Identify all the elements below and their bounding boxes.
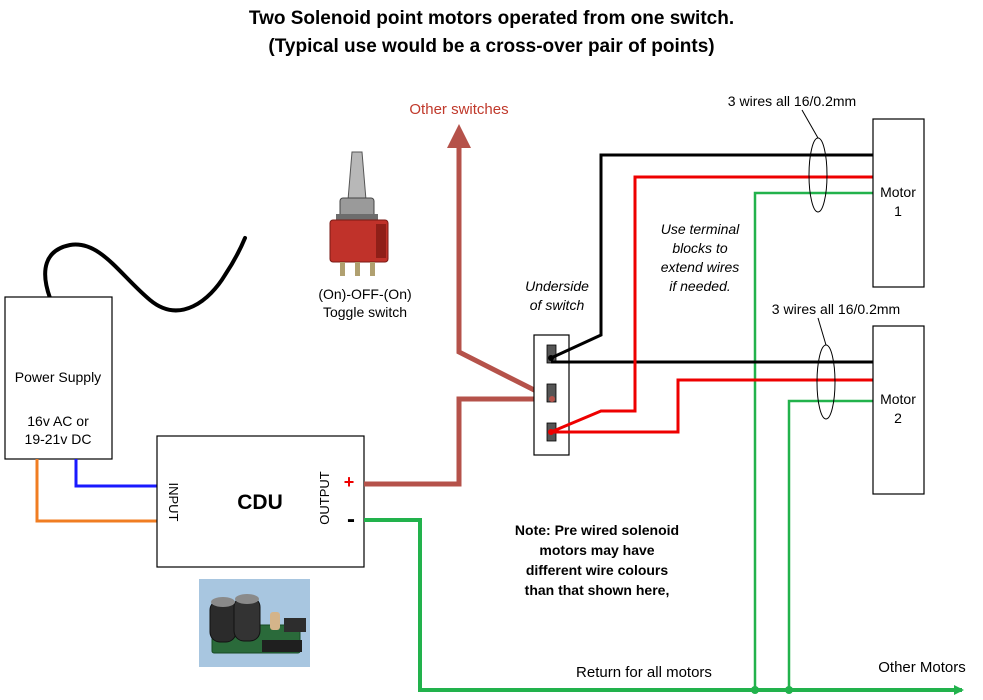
terminal-note-4: if needed. — [669, 278, 731, 294]
toggle-switch-image — [329, 151, 389, 276]
cdu-input-label: INPUT — [166, 483, 181, 522]
power-supply-spec-1: 16v AC or — [27, 413, 89, 429]
return-label: Return for all motors — [576, 664, 712, 681]
red-wire-dot — [548, 429, 554, 435]
power-supply-spec-2: 19-21v DC — [25, 431, 92, 447]
wire-bundle-2-leader — [817, 317, 827, 346]
brown-output-wire — [364, 396, 552, 487]
orange-wire — [35, 459, 157, 523]
cdu-plus-terminal: + — [344, 472, 355, 492]
switch-terminal-center — [546, 383, 557, 403]
note-line-4: than that shown here, — [525, 582, 670, 598]
brown-other-switches-wire — [456, 145, 554, 402]
toggle-caption-2: Toggle switch — [323, 304, 407, 320]
motor-2-box — [872, 325, 925, 495]
blue-wire — [74, 459, 157, 488]
switch-underside-label-2: of switch — [530, 297, 585, 313]
cdu-board-image — [199, 579, 310, 667]
motor-2-label: Motor — [880, 391, 916, 407]
note-line-1: Note: Pre wired solenoid — [515, 522, 679, 538]
note-line-2: motors may have — [539, 542, 654, 558]
wires-label-2: 3 wires all 16/0.2mm — [772, 301, 900, 317]
motor-2-number: 2 — [894, 410, 902, 426]
mains-cable — [43, 236, 247, 313]
junction-dot-1 — [751, 686, 759, 694]
wire-bundle-2 — [816, 344, 836, 420]
other-switches-label: Other switches — [409, 101, 508, 118]
green-motor1-wire — [753, 191, 873, 690]
wire-bundle-1-leader — [801, 109, 819, 139]
other-motors-label: Other Motors — [878, 659, 966, 676]
other-switches-arrow — [447, 124, 471, 148]
note-line-3: different wire colours — [526, 562, 669, 578]
green-return-wire — [364, 518, 964, 695]
green-motor2-wire — [787, 399, 873, 690]
terminal-note-1: Use terminal — [661, 221, 740, 237]
power-supply-box — [4, 296, 113, 460]
motor-1-number: 1 — [894, 203, 902, 219]
wire-bundle-1 — [808, 137, 828, 213]
wires-label-1: 3 wires all 16/0.2mm — [728, 93, 856, 109]
black-wire-motor1 — [550, 153, 873, 360]
cdu-box — [156, 435, 365, 568]
red-wire-motor2 — [551, 378, 873, 434]
power-supply-label: Power Supply — [15, 369, 101, 385]
junction-dot-2 — [785, 686, 793, 694]
toggle-caption-1: (On)-OFF-(On) — [318, 286, 411, 302]
cdu-minus-terminal: - — [347, 506, 355, 533]
title-line-2: (Typical use would be a cross-over pair … — [268, 36, 715, 57]
cdu-label: CDU — [237, 491, 283, 514]
terminal-note-2: blocks to — [672, 240, 727, 256]
terminal-note-3: extend wires — [661, 259, 740, 275]
motor-1-label: Motor — [880, 184, 916, 200]
red-wire-motor1 — [550, 175, 873, 434]
brown-wire-dot — [549, 396, 555, 402]
title-line-1: Two Solenoid point motors operated from … — [248, 8, 735, 29]
switch-underside-label-1: Underside — [525, 278, 589, 294]
motor-1-box — [872, 118, 925, 288]
cdu-output-label: OUTPUT — [317, 471, 332, 525]
black-wire-dot — [548, 355, 554, 361]
